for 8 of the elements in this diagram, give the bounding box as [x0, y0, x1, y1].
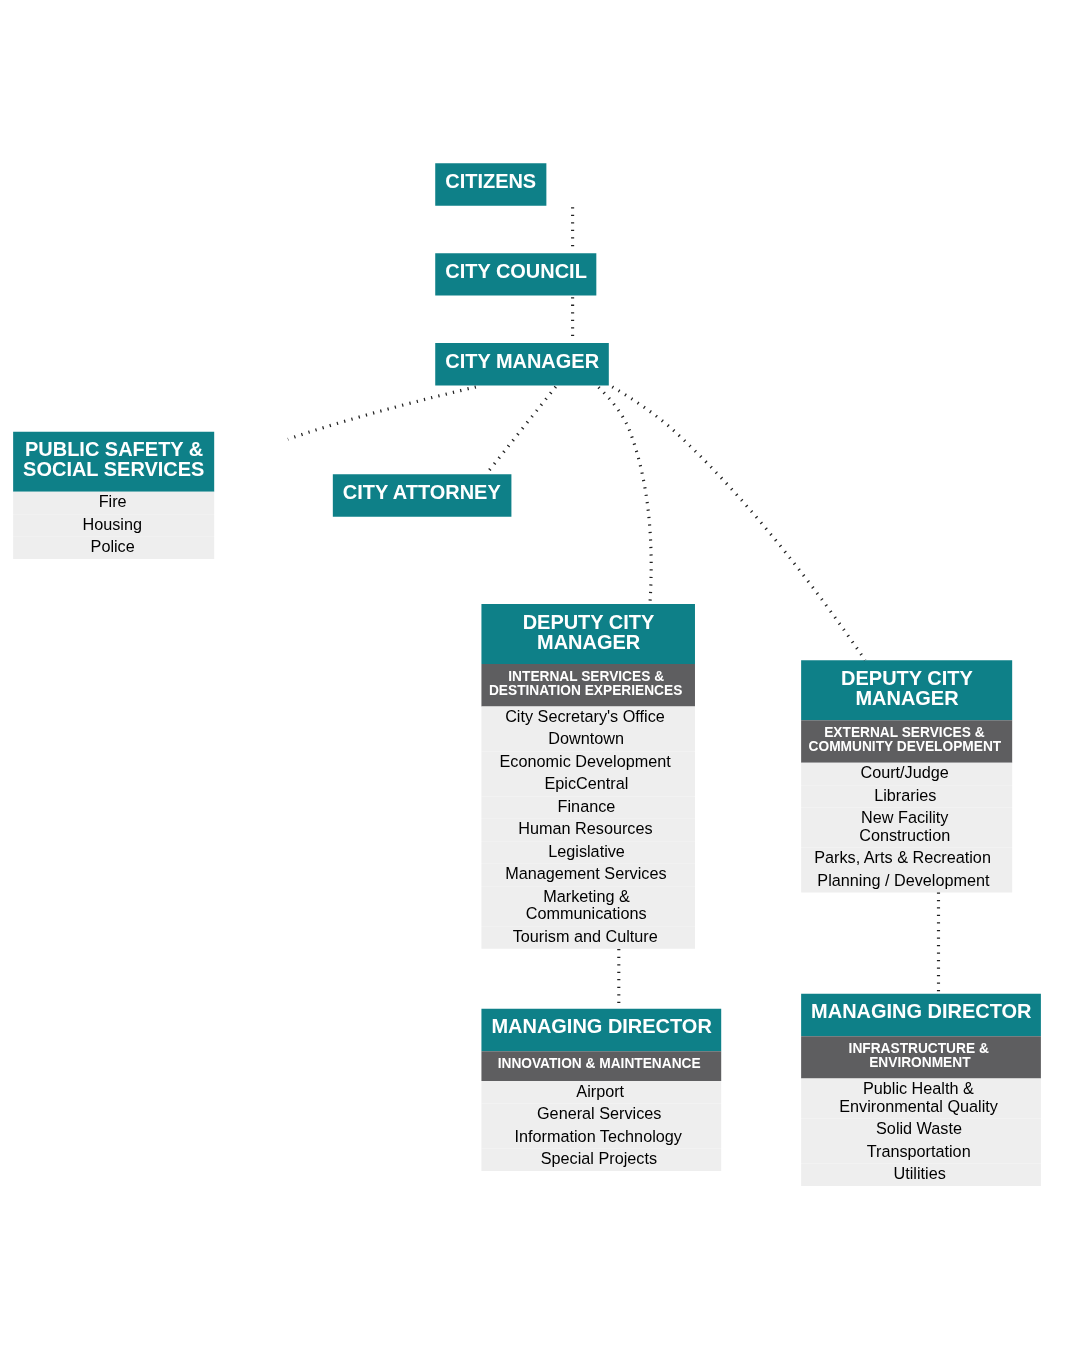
- node-box: CITY ATTORNEY: [332, 474, 512, 517]
- node-box: CITY COUNCIL: [435, 253, 597, 296]
- connector: [287, 385, 477, 441]
- node-box: CITY MANAGER: [435, 343, 609, 386]
- connector: [597, 386, 653, 604]
- connector: [936, 892, 941, 994]
- node-box: CITIZENS: [435, 163, 547, 206]
- connector: [611, 385, 867, 661]
